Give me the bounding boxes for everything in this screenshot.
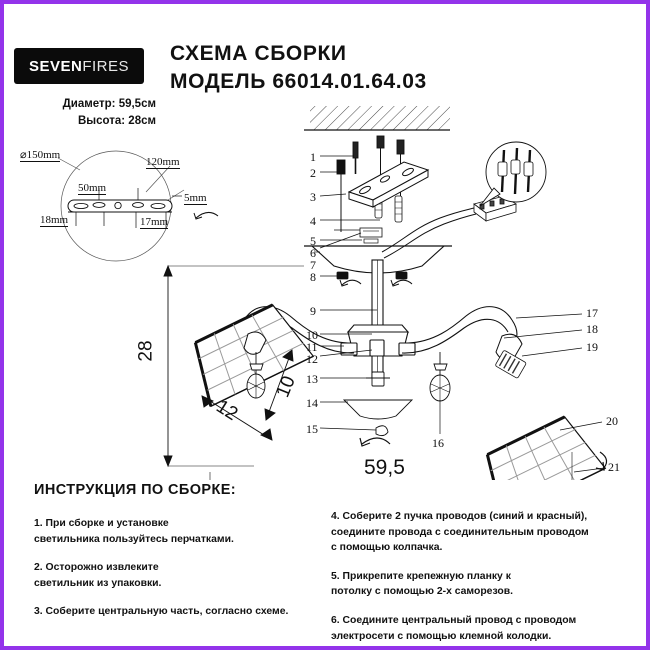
- title-line-2: МОДЕЛЬ 66014.01.64.03: [170, 69, 427, 93]
- spec-height: Высота: 28см: [77, 114, 156, 127]
- instructions-title: ИНСТРУКЦИЯ ПО СБОРКЕ:: [34, 482, 236, 498]
- assembly-svg: [163, 106, 608, 520]
- callout-number: 13: [306, 372, 318, 386]
- dimension-total-width: 59,5: [364, 456, 405, 479]
- instructions-column-2: 4. Соберите 2 пучка проводов (синий и кр…: [331, 509, 631, 657]
- callout-number: 17: [586, 306, 598, 320]
- callout-number: 16: [432, 436, 444, 450]
- callout-number: 10: [306, 328, 318, 342]
- bracket-dim-label: 17mm: [140, 216, 169, 229]
- callout-number: 18: [586, 322, 598, 336]
- callout-number: 2: [310, 166, 316, 180]
- instruction-step: 2. Осторожно извлеките светильник из упа…: [34, 562, 162, 589]
- bracket-detail-drawing: [57, 150, 185, 262]
- callout-number: 15: [306, 422, 318, 436]
- instruction-step: 3. Соберите центральную часть, согласно …: [34, 606, 289, 618]
- callout-number: 4: [310, 214, 316, 228]
- callout-number: 7: [310, 258, 316, 272]
- bracket-dim-label: 18mm: [40, 214, 69, 227]
- instruction-step: 5. Прикрепите крепежную планку к потолку…: [331, 570, 513, 598]
- callout-number: 19: [586, 340, 598, 354]
- product-specs: Диаметр: 59,5см Высота: 28см: [16, 96, 156, 129]
- instructions-column-1: 1. При сборке и установке светильника по…: [34, 516, 324, 633]
- callout-number: 1: [310, 150, 316, 164]
- title-line-1: СХЕМА СБОРКИ: [170, 42, 347, 65]
- callout-number: 20: [606, 414, 618, 428]
- callout-number: 21: [608, 460, 620, 474]
- callout-number: 3: [310, 190, 316, 204]
- instruction-step: 1. При сборке и установке светильника по…: [34, 518, 234, 545]
- brand-name-bold: SEVEN: [28, 57, 83, 75]
- brand-name-light: FIRES: [82, 57, 130, 75]
- bracket-dim-label: 5mm: [184, 192, 207, 205]
- instruction-step: 6. Соедините центральный провод с провод…: [331, 615, 577, 642]
- bracket-dim-label: 120mm: [146, 156, 180, 169]
- callout-number: 5: [310, 234, 316, 248]
- dimension-height: 28: [135, 340, 157, 362]
- callout-number: 14: [306, 396, 318, 410]
- spec-diameter: Диаметр: 59,5см: [62, 98, 156, 110]
- callout-number: 9: [310, 304, 316, 318]
- callout-number: 11: [306, 340, 318, 354]
- callout-number: 6: [310, 246, 316, 260]
- mounting-bracket-detail: ⌀150mm 120mm 50mm 5mm 18mm 17mm: [18, 144, 228, 264]
- callout-number: 12: [306, 352, 318, 366]
- callout-number: 8: [310, 270, 316, 284]
- instruction-step: 4. Соберите 2 пучка проводов (синий и кр…: [331, 511, 589, 554]
- page-title: СХЕМА СБОРКИ МОДЕЛЬ 66014.01.64.03: [170, 40, 630, 96]
- chandelier-assembly-drawing: 1 2 3 4 5 6 7 8 9 10 11 12 13 14 15 16 1…: [4, 100, 650, 520]
- bracket-dim-label: 50mm: [78, 182, 107, 195]
- bracket-dim-label: ⌀150mm: [20, 149, 61, 162]
